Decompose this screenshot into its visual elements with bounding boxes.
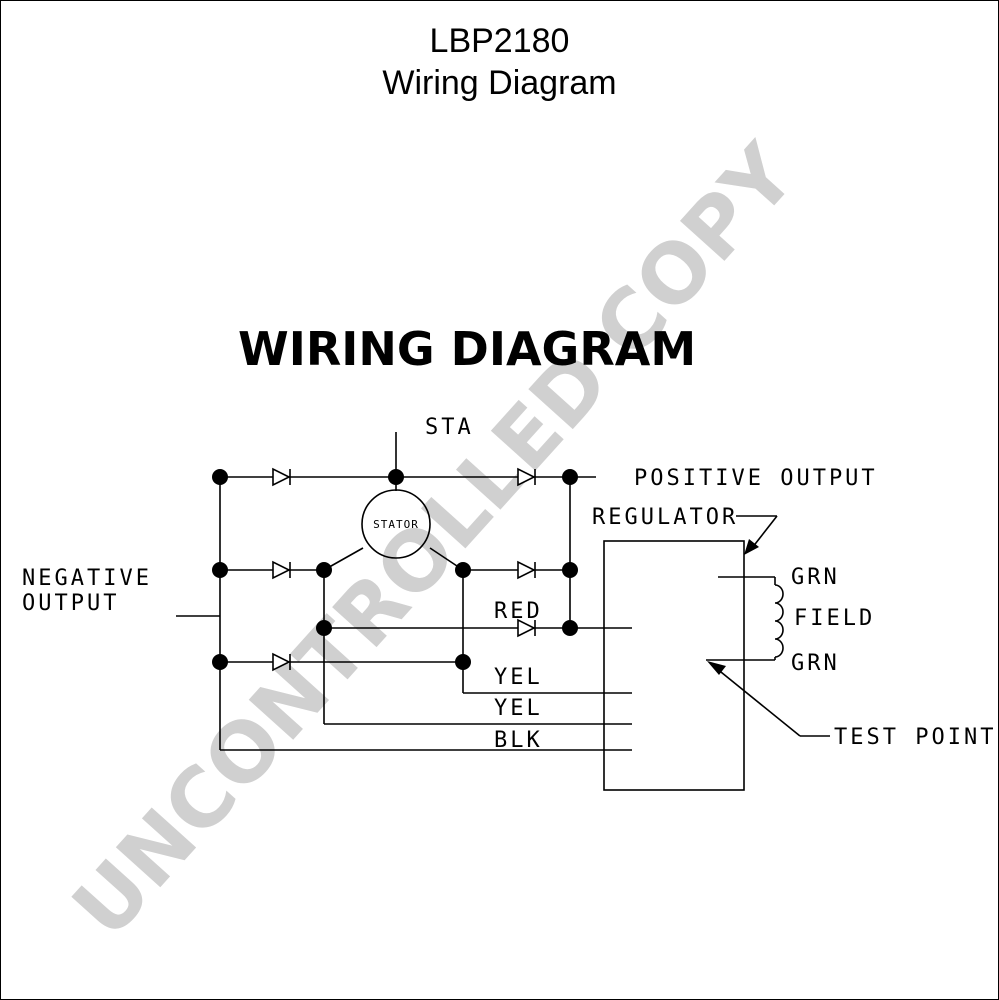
- negative-output-label-line2: OUTPUT: [22, 591, 119, 616]
- junction-dots: [212, 469, 578, 670]
- diode-row2-left: [272, 560, 291, 580]
- document-subtitle: Wiring Diagram: [382, 64, 617, 102]
- grn-top-label: GRN: [791, 565, 840, 590]
- positive-output-label: POSITIVE OUTPUT: [634, 466, 878, 491]
- blk-wire-label: BLK: [494, 728, 543, 753]
- wires: [176, 432, 632, 751]
- sta-label: STA: [425, 415, 474, 440]
- diagram-heading: WIRING DIAGRAM: [238, 322, 696, 376]
- yel-wire-label-1: YEL: [494, 665, 543, 690]
- test-point-leader: [707, 661, 830, 737]
- test-point-label: TEST POINT: [834, 725, 996, 750]
- diode-row2-right: [517, 560, 536, 580]
- stator-label: STATOR: [373, 518, 419, 531]
- diode-red: [517, 618, 536, 638]
- field-label: FIELD: [794, 606, 875, 631]
- diode-top-left: [272, 467, 291, 487]
- grn-bottom-label: GRN: [791, 651, 840, 676]
- regulator-label: REGULATOR: [592, 505, 738, 530]
- negative-output-label-line1: NEGATIVE: [22, 566, 152, 591]
- model-title: LBP2180: [429, 22, 570, 60]
- stator-symbol: [361, 489, 431, 559]
- regulator-leader: [736, 515, 778, 555]
- red-wire-label: RED: [494, 599, 543, 624]
- yel-wire-label-2: YEL: [494, 696, 543, 721]
- regulator-box: [603, 540, 745, 791]
- diode-row4-left: [272, 652, 291, 672]
- field-coil-symbol: [706, 576, 784, 661]
- diode-top-right: [517, 467, 536, 487]
